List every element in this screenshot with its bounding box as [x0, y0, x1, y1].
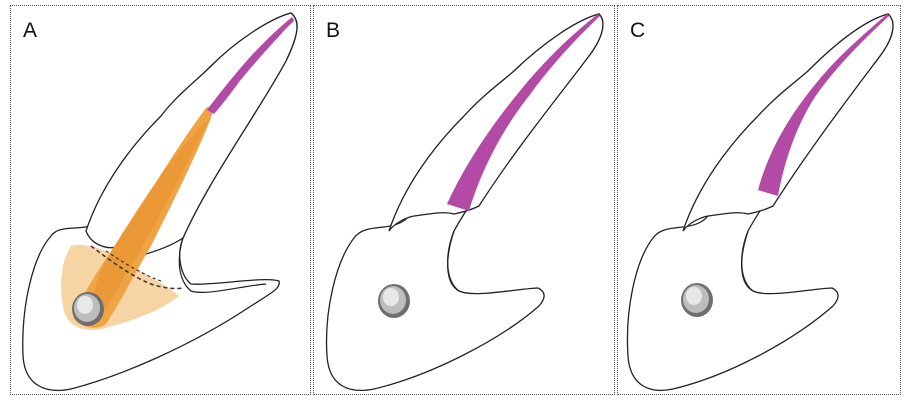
panel-a: A [10, 5, 311, 395]
metal-post-button [681, 283, 713, 317]
panel-b: B [313, 5, 615, 395]
metal-post-button [72, 292, 104, 326]
metal-post-button [378, 284, 410, 318]
tooth-diagram-b [314, 6, 616, 396]
tooth-diagram-a [11, 6, 312, 396]
panel-c: C [617, 5, 901, 395]
tooth-diagram-c [618, 6, 902, 396]
